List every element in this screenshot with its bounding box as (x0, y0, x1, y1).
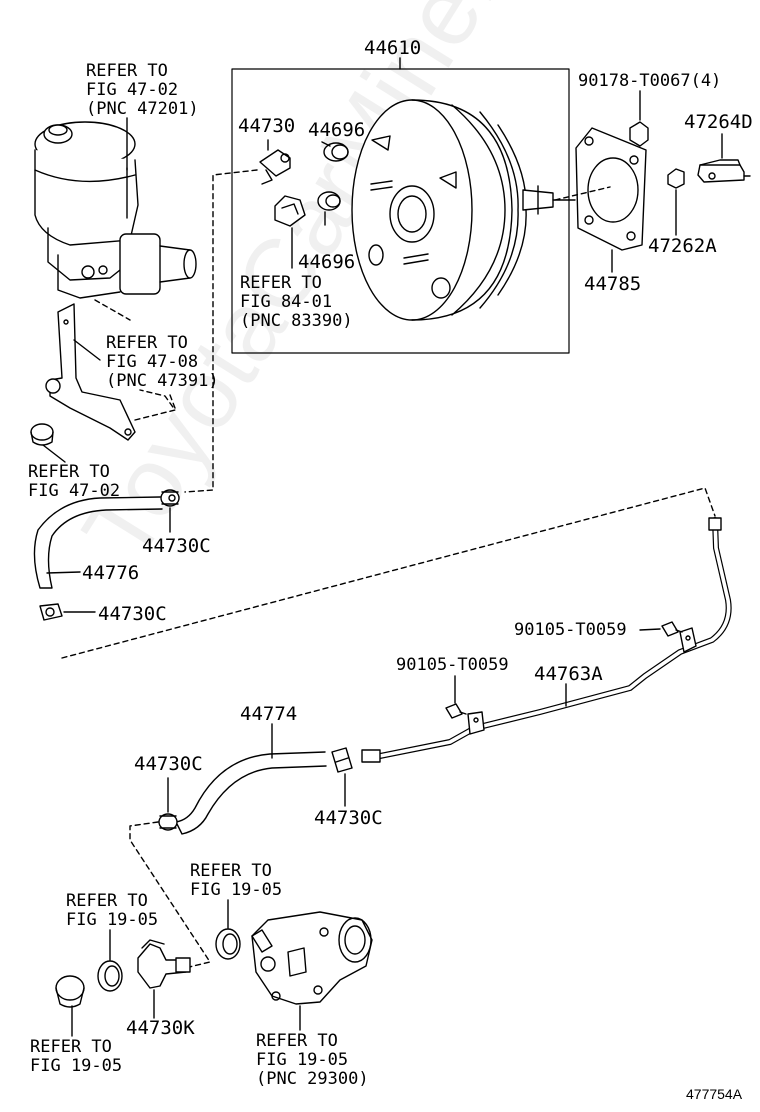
ref-line: REFER TO (28, 462, 110, 482)
leader-90105-a (639, 628, 661, 631)
label-44730c-upper: 44730C (142, 535, 211, 557)
label-44785: 44785 (584, 273, 642, 295)
union-44730k (137, 939, 191, 989)
ref-line: REFER TO (256, 1031, 338, 1051)
clamp-44730c-d (331, 747, 353, 773)
nut-90178 (629, 121, 649, 147)
nut-47262a (667, 168, 685, 189)
master-cylinder (34, 121, 197, 299)
gasket-44785 (575, 127, 647, 251)
label-44763a: 44763A (534, 663, 603, 685)
ref-fig-47-02-pnc-47201: REFER TO FIG 47-02 (PNC 47201) (86, 62, 199, 119)
clamp-44730c-a (160, 489, 180, 507)
ref-line: (PNC 29300) (256, 1069, 369, 1089)
clamp-44730c-c (158, 813, 178, 831)
ref-line: FIG 19-05 (256, 1050, 349, 1070)
bolt-90105-b (445, 703, 467, 719)
plug (55, 975, 85, 1008)
brake-booster (351, 99, 576, 321)
label-44696-upper: 44696 (308, 119, 366, 141)
ref-line: FIG 84-01 (240, 292, 333, 312)
label-44730c-right: 44730C (314, 807, 383, 829)
label-44774: 44774 (240, 703, 298, 725)
label-90105-t0059-lower: 90105-T0059 (396, 655, 509, 675)
label-44730c-lower-left: 44730C (98, 603, 167, 625)
grommet-lower (317, 191, 341, 211)
label-44730: 44730 (238, 115, 296, 137)
ref-fig-47-02: REFER TO FIG 47-02 (28, 463, 120, 501)
leader-44696a (321, 141, 331, 147)
ref-fig-84-01: REFER TO FIG 84-01 (PNC 83390) (240, 274, 353, 331)
ref-line: REFER TO (30, 1037, 112, 1057)
leader-ref4 (42, 444, 66, 463)
ref-line: (PNC 83390) (240, 311, 353, 331)
ref-line: REFER TO (86, 61, 168, 81)
dashed-hose-to-pipe (61, 487, 716, 659)
dashed-44730 (184, 169, 258, 493)
ref-fig-19-05-left-washer: REFER TO FIG 19-05 (66, 892, 158, 930)
ref-line: FIG 47-02 (86, 80, 179, 100)
bushing (30, 423, 54, 446)
ref-line: REFER TO (240, 273, 322, 293)
ref-line: FIG 19-05 (66, 910, 159, 930)
label-44776: 44776 (82, 562, 140, 584)
label-47264d: 47264D (684, 111, 753, 133)
ref-line: FIG 47-02 (28, 481, 121, 501)
label-47262a: 47262A (648, 235, 717, 257)
leader-44776 (46, 571, 81, 574)
washer-left (97, 960, 123, 992)
illustration-code: 477754A (686, 1086, 743, 1102)
ref-fig-19-05-right-washer: REFER TO FIG 19-05 (190, 862, 282, 900)
ref-fig-19-05-pnc-29300: REFER TO FIG 19-05 (PNC 29300) (256, 1032, 369, 1089)
bolt-90105-a (661, 621, 683, 637)
hose-44776 (33, 496, 163, 589)
dashed-clamp-to-union (129, 821, 211, 969)
clevis-47264d (697, 159, 751, 183)
ref-line: FIG 47-08 (106, 352, 199, 372)
label-90178-t0067: 90178-T0067(4) (578, 71, 722, 91)
label-44730k: 44730K (126, 1017, 195, 1039)
ref-line: FIG 19-05 (190, 880, 283, 900)
bracket (45, 303, 136, 441)
ref-line: FIG 19-05 (30, 1056, 123, 1076)
ref-fig-19-05-plug: REFER TO FIG 19-05 (30, 1038, 122, 1076)
vacuum-pump (251, 911, 373, 1005)
ref-line: REFER TO (106, 333, 188, 353)
ref3-dashed (94, 299, 176, 421)
label-44696-lower: 44696 (298, 251, 356, 273)
label-44730c-left: 44730C (134, 753, 203, 775)
vacuum-pipe-44763a (361, 517, 732, 763)
check-valve-44730 (259, 149, 291, 185)
ref-line: REFER TO (66, 891, 148, 911)
ref-line: (PNC 47201) (86, 99, 199, 119)
label-44610: 44610 (364, 37, 422, 59)
ref-fig-47-08: REFER TO FIG 47-08 (PNC 47391) (106, 334, 219, 391)
ref-line: (PNC 47391) (106, 371, 219, 391)
ref-line: REFER TO (190, 861, 272, 881)
connector (274, 195, 306, 227)
washer-right (215, 928, 241, 960)
clamp-44730c-b (39, 603, 63, 621)
dashed-booster-gasket (554, 186, 611, 201)
label-90105-t0059-upper: 90105-T0059 (514, 620, 627, 640)
grommet-upper (323, 142, 349, 162)
